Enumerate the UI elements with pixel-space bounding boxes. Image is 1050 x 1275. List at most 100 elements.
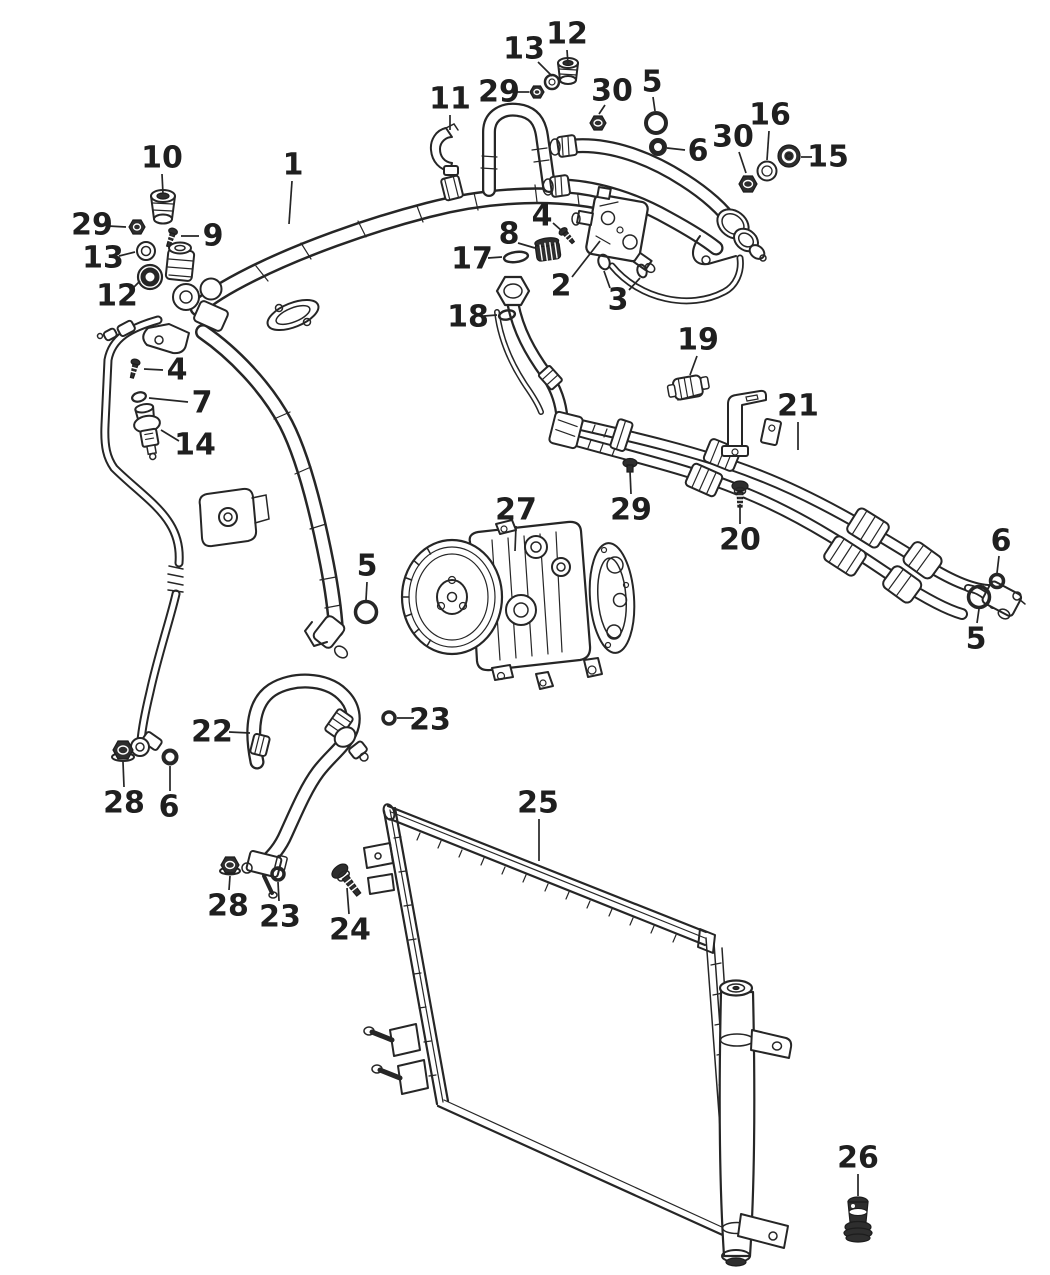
hose22-elbow-connector	[333, 726, 369, 762]
callout-leader-12	[566, 49, 569, 65]
hose22-ferrule	[249, 732, 271, 758]
pressure-valve	[133, 403, 161, 461]
underbody-lines	[548, 389, 1026, 621]
end-ferrule	[882, 565, 923, 604]
line-clip-bracket	[198, 487, 270, 548]
callout-6: 6	[688, 134, 709, 169]
callout-leader-4	[143, 368, 164, 371]
hose-clamp	[429, 123, 459, 176]
expansion-valve	[571, 186, 656, 274]
receiver-drier	[718, 979, 793, 1267]
callout-leader-16	[766, 130, 770, 161]
screw	[165, 227, 179, 248]
screw	[558, 227, 576, 245]
bolt	[731, 480, 749, 508]
callout-leader-5	[652, 96, 656, 112]
callout-leader-10	[161, 173, 164, 195]
condenser	[363, 803, 793, 1267]
o-ring	[270, 866, 286, 882]
compressor-pulley	[400, 538, 504, 656]
callout-17: 17	[451, 242, 493, 277]
callout-23: 23	[409, 703, 451, 738]
callout-leader-19	[689, 355, 698, 376]
callout-24: 24	[329, 913, 371, 948]
nut	[529, 85, 545, 99]
callout-2: 2	[551, 269, 572, 304]
compressor-ports	[505, 535, 571, 626]
suction-hose	[241, 681, 369, 899]
hose-ferrule	[542, 134, 578, 198]
callout-30: 30	[591, 74, 633, 109]
callout-5: 5	[966, 622, 987, 657]
callout-leader-30	[598, 104, 606, 115]
washer	[756, 160, 778, 182]
callout-25: 25	[517, 786, 559, 821]
condenser-prong-bracket	[363, 1023, 429, 1095]
callout-leader-30	[738, 151, 747, 174]
knurled-cap	[534, 237, 562, 262]
nut	[219, 856, 241, 876]
o-ring	[161, 748, 179, 766]
callout-leader-28	[228, 875, 231, 891]
callout-leader-5	[365, 581, 368, 601]
hose-band-clamp	[440, 174, 464, 202]
hose1-end-fitting	[304, 615, 349, 659]
callout-27: 27	[495, 493, 537, 528]
compressor-mount-ears	[491, 519, 603, 690]
suction-elbow-pipe	[497, 275, 563, 418]
callout-3: 3	[608, 283, 629, 318]
callout-11: 11	[429, 82, 471, 117]
callout-leader-24	[346, 887, 350, 915]
flanged-nut	[136, 241, 156, 261]
callout-14: 14	[174, 428, 216, 463]
o-ring	[131, 391, 147, 403]
compressor-rear-head	[588, 542, 636, 654]
o-ring	[644, 111, 668, 135]
callout-19: 19	[677, 323, 719, 358]
callout-leader-13	[537, 61, 553, 77]
bolt	[331, 863, 362, 897]
nut	[543, 73, 561, 91]
pressure-sensor-clip	[666, 374, 710, 401]
drier-bracket-ear	[750, 1029, 793, 1059]
discharge-hose	[198, 174, 618, 659]
callout-12: 12	[96, 279, 138, 314]
callout-4: 4	[532, 199, 553, 234]
o-ring	[597, 253, 611, 271]
callout-16: 16	[749, 98, 791, 133]
crimp-collar	[684, 462, 724, 498]
callout-leader-3	[628, 277, 641, 291]
sealing-cap	[557, 57, 579, 85]
callout-23: 23	[259, 900, 301, 935]
callout-10: 10	[141, 141, 183, 176]
callout-22: 22	[191, 715, 233, 750]
o-ring	[353, 599, 379, 625]
callout-leader-13	[118, 251, 136, 257]
manifold-flange	[266, 298, 320, 332]
callout-30: 30	[712, 120, 754, 155]
callout-leader-12	[130, 280, 141, 291]
callout-4: 4	[167, 353, 188, 388]
callout-leader-8	[517, 242, 536, 249]
callout-20: 20	[719, 523, 761, 558]
callout-leader-22	[228, 731, 251, 734]
rivet	[622, 457, 638, 473]
callout-leader-2	[571, 240, 601, 278]
manifold-foot-plate	[142, 323, 190, 355]
condenser-corner-fitting	[697, 928, 716, 954]
callout-leader-18	[483, 314, 498, 317]
compressor	[400, 519, 636, 690]
callout-7: 7	[192, 386, 213, 421]
liquid-line	[96, 320, 184, 757]
callout-leader-17	[487, 256, 503, 259]
callout-leader-6	[666, 147, 686, 151]
o-ring	[649, 138, 667, 156]
o-ring	[988, 572, 1006, 590]
hose-segment-marks	[255, 184, 580, 609]
callout-leader-7	[148, 397, 189, 403]
condenser-core-hatch	[416, 832, 677, 943]
callout-leader-5	[976, 608, 980, 624]
service-valve	[843, 1196, 873, 1243]
